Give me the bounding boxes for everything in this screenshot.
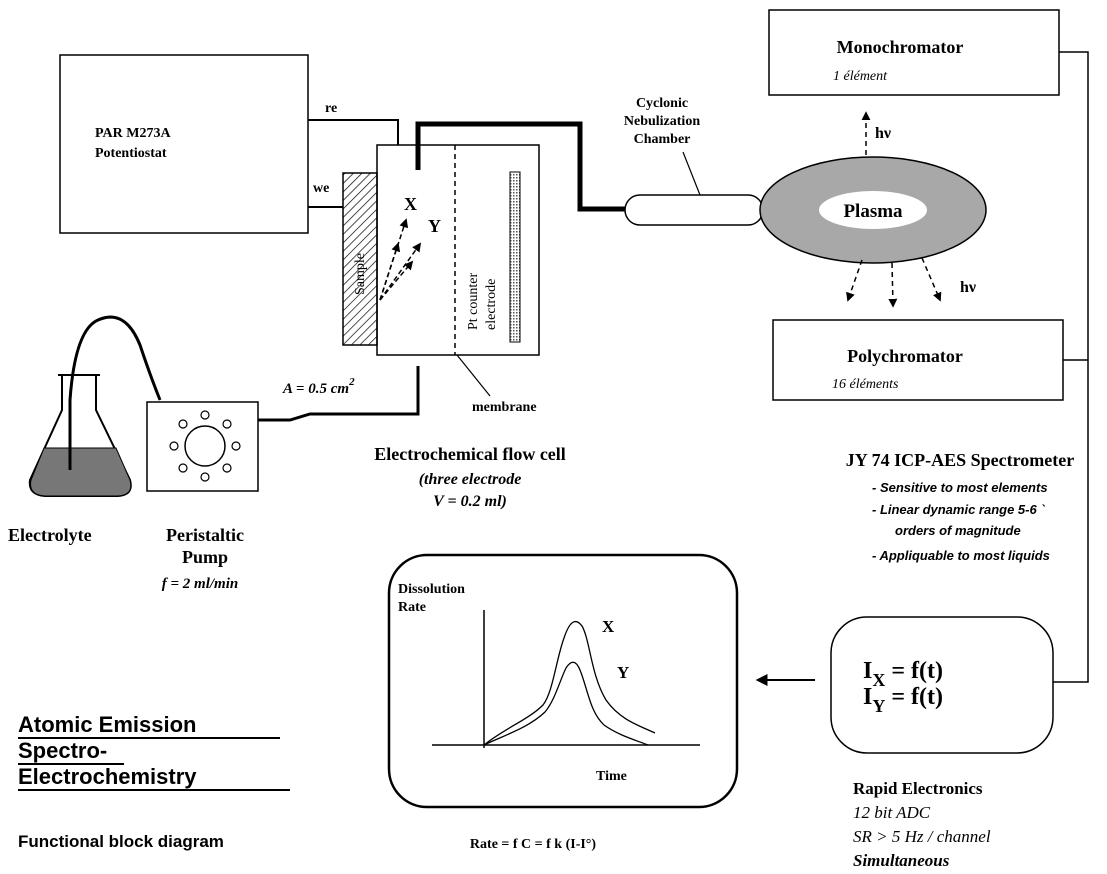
electronics-line-3: Simultaneous [853, 851, 950, 870]
cell-title: Electrochemical flow cell [374, 444, 566, 464]
flask-tube [68, 315, 162, 470]
area-label: A = 0.5 cm2 [282, 376, 355, 397]
we-label: we [313, 181, 329, 196]
plot-xlabel: Time [596, 769, 627, 784]
membrane-label: membrane [472, 400, 537, 415]
hv-label-top: hν [875, 125, 891, 142]
curve-y [483, 661, 649, 746]
plot-ylabel-2: Rate [398, 600, 426, 615]
plot-x-label: X [602, 617, 615, 636]
cell-x-label: X [404, 194, 417, 214]
electronics-line-1: 12 bit ADC [853, 803, 931, 822]
nebulizer-label-3: Chamber [634, 132, 691, 147]
potentiostat-box [59, 54, 309, 234]
nebulizer-pointer [682, 151, 701, 196]
peristaltic-pump [146, 401, 259, 492]
monochromator-box [768, 9, 1060, 96]
monochromator-title: Monochromator [837, 37, 964, 57]
nebulizer-label-1: Cyclonic [636, 96, 688, 111]
plasma-label: Plasma [843, 201, 903, 222]
counter-electrode [509, 171, 521, 343]
potentiostat-label-2: Potentiostat [95, 146, 167, 161]
title-subtitle: Functional block diagram [18, 832, 224, 851]
electrolyte-label: Electrolyte [8, 525, 92, 545]
cell-subtitle-2: V = 0.2 ml) [433, 493, 507, 510]
iy-equation: IY = f(t) [863, 684, 943, 716]
spectrometer-feature-3: orders of magnitude [895, 523, 1021, 538]
spectrometer-feature-1: - Sensitive to most elements [872, 480, 1048, 495]
electronics-line-2: SR > 5 Hz / channel [853, 827, 991, 846]
spectrometer-feature-4: - Appliquable to most liquids [872, 548, 1050, 563]
cell-subtitle-1: (three electrode [419, 471, 522, 488]
diagram-title: Atomic Emission Spectro- Electrochemistr… [18, 712, 197, 789]
emission-arrows-down [846, 257, 942, 308]
hv-label-bottom: hν [960, 279, 976, 296]
cell-y-label: Y [428, 216, 441, 236]
curve-x [483, 620, 656, 746]
electrolyte-flask [28, 374, 132, 497]
nebulizer-chamber [624, 194, 764, 226]
title-line-1: Atomic Emission [18, 712, 196, 737]
pump-label-2: Pump [182, 547, 228, 567]
potentiostat-label-1: PAR M273A [95, 126, 171, 141]
nebulizer-label-2: Nebulization [624, 114, 700, 129]
plot-ylabel-1: Dissolution [398, 582, 465, 597]
plot-y-label: Y [617, 663, 629, 682]
mono-signal-wire [1053, 51, 1089, 683]
spectrometer-title: JY 74 ICP-AES Spectrometer [846, 450, 1074, 470]
pump-flow-rate: f = 2 ml/min [162, 576, 238, 592]
monochromator-sub: 1 élément [833, 69, 888, 84]
dissolution-arrows [379, 218, 422, 301]
spectrometer-features: - Sensitive to most elements - Linear dy… [872, 480, 1050, 563]
electronics-title: Rapid Electronics [853, 779, 983, 798]
plot-box [387, 553, 739, 809]
pump-label-1: Peristaltic [166, 525, 244, 545]
polychromator-title: Polychromator [847, 346, 963, 366]
counter-label-1: Pt counter [466, 273, 481, 330]
inlet-tube [258, 366, 420, 422]
outlet-tube [415, 121, 627, 212]
electronics-box [830, 616, 1054, 754]
membrane-pointer [456, 354, 491, 397]
polychromator-box [772, 319, 1064, 401]
polychromator-sub: 16 éléments [832, 377, 899, 392]
sample-label: Sample [353, 253, 368, 295]
re-label: re [325, 101, 337, 116]
title-line-2: Spectro- [18, 738, 107, 763]
plasma-core [819, 191, 927, 229]
title-line-3: Electrochemistry [18, 764, 197, 789]
spectrometer-feature-2: - Linear dynamic range 5-6 ` [872, 502, 1045, 517]
counter-label-2: electrode [484, 279, 499, 330]
ix-equation: IX = f(t) [863, 658, 943, 690]
sample-electrode [342, 172, 378, 346]
rate-formula: Rate = f C = f k (I-I°) [470, 837, 596, 852]
